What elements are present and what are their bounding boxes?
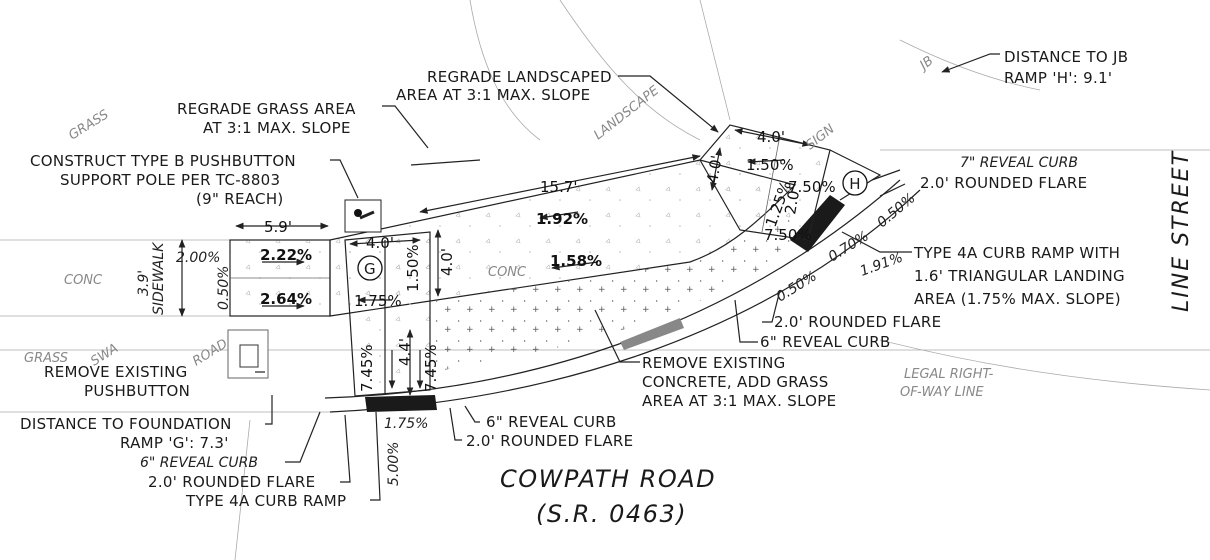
street-cowpath-route: (S.R. 0463) [536,500,687,528]
note-reveal-curb-mid: 6" REVEAL CURB [760,333,891,351]
note-type4a-g: TYPE 4A CURB RAMP [185,492,346,510]
note-remove-pushbutton-2: PUSHBUTTON [84,382,190,400]
slope-1-75-b: 1.75% [384,416,428,432]
note-regrade-grass-1: REGRADE GRASS AREA [177,100,356,118]
slope-2-64: 2.64% [260,290,312,308]
notes: REGRADE LANDSCAPED AREA AT 3:1 MAX. SLOP… [20,48,1128,510]
surface-sidewalk: SIDEWALK [151,241,167,315]
note-regrade-landscaped-1: REGRADE LANDSCAPED [427,68,612,86]
pushbutton-pole [344,199,382,233]
note-remove-concrete-2: CONCRETE, ADD GRASS [642,373,829,391]
dim-4-0-h-side: 4.0' [703,154,726,185]
ramp-h-block [699,124,882,241]
dim-2-0: 2.0' [781,185,804,216]
slope-1-92: 1.92% [536,210,588,228]
note-rounded-flare-left: 2.0' ROUNDED FLARE [148,473,315,491]
slope-0-50-a: 0.50% [216,266,232,310]
curb-gray-segment [620,318,684,350]
note-legal-row-1: LEGAL RIGHT- [904,367,994,382]
note-reveal-curb-7: 7" REVEAL CURB [960,155,1078,171]
slope-1-75-g: 1.75% [354,292,402,310]
street-line: LINE STREET [1169,150,1194,312]
note-rounded-flare-mid: 2.0' ROUNDED FLARE [774,313,941,331]
note-remove-pushbutton-1: REMOVE EXISTING [44,363,188,381]
dim-4-4: 4.4' [396,338,414,366]
ramp-g-marker: G [357,255,383,281]
surface-road: ROAD [190,336,230,369]
ramp-h-marker: H [842,170,868,196]
surface-conc-left: CONC [64,273,103,288]
slope-2-22: 2.22% [260,246,312,264]
note-distance-jb-2: RAMP 'H': 9.1' [1004,69,1112,87]
note-type4a-h-1: TYPE 4A CURB RAMP WITH [913,244,1120,262]
note-regrade-landscaped-2: AREA AT 3:1 MAX. SLOPE [396,86,590,104]
slope-7-45-b: 7.45% [422,344,440,392]
surface-sidewalk-width: 3.9' [136,270,152,296]
slope-5-00: 5.00% [386,442,402,486]
slope-0-50-b: 0.50% [774,268,820,305]
note-distance-jb-1: DISTANCE TO JB [1004,48,1128,66]
note-rounded-flare-bottom: 2.0' ROUNDED FLARE [466,432,633,450]
slope-1-50-h: 1.50% [746,156,794,174]
note-distance-foundation-2: RAMP 'G': 7.3' [120,434,229,452]
dim-5-9: 5.9' [264,218,292,236]
note-reveal-curb-left: 6" REVEAL CURB [140,455,258,471]
slope-2-00: 2.00% [176,250,220,266]
surface-grass-lower: GRASS [24,351,68,366]
ramp-h-label: H [849,175,861,193]
note-regrade-grass-2: AT 3:1 MAX. SLOPE [203,119,351,137]
note-rounded-flare-h: 2.0' ROUNDED FLARE [920,174,1087,192]
dim-4-0-vert: 4.0' [438,248,456,276]
note-remove-concrete-1: REMOVE EXISTING [642,354,786,372]
street-labels: COWPATH ROAD (S.R. 0463) LINE STREET [500,150,1194,528]
dim-4-0-g: 4.0' [366,234,394,252]
dim-15-7: 15.7' [540,178,578,196]
sidewalk-block [229,239,331,317]
curb-ramp-g-black [365,395,437,412]
note-type4a-h-3: AREA (1.75% MAX. SLOPE) [914,290,1121,308]
note-distance-foundation-1: DISTANCE TO FOUNDATION [20,415,232,433]
surface-grass-upper: GRASS [66,107,111,143]
existing-pushbutton [227,329,269,379]
note-type4a-h-2: 1.6' TRIANGULAR LANDING [914,267,1125,285]
slope-7-45-a: 7.45% [358,344,376,392]
slope-1-91: 1.91% [858,250,905,280]
note-pushbutton-pole-3: (9" REACH) [196,190,284,208]
dimension-lines [178,128,811,396]
note-reveal-curb-bottom: 6" REVEAL CURB [486,413,617,431]
slope-1-58: 1.58% [550,252,602,270]
slope-7-50-b: 7.50% [764,226,812,244]
slope-arrows [262,158,785,389]
surface-conc-mid: CONC [488,265,527,280]
note-pushbutton-pole-2: SUPPORT POLE PER TC-8803 [60,171,280,189]
surface-landscape: LANDSCAPE [591,83,662,143]
street-cowpath: COWPATH ROAD [500,465,716,493]
note-remove-concrete-3: AREA AT 3:1 MAX. SLOPE [642,392,836,410]
ramp-g-label: G [364,260,376,278]
grass-removal-area [430,212,800,372]
slope-1-50-g: 1.50% [404,244,422,292]
note-pushbutton-pole-1: CONSTRUCT TYPE B PUSHBUTTON [30,152,296,170]
dimension-labels: 15.7' 5.9' 4.0' 4.0' 4.0' 4.0' 4.4' 2.0' [264,128,804,366]
note-legal-row-2: OF-WAY LINE [900,385,984,400]
slope-7-50-a: 7.50% [788,178,836,196]
surface-jb: JB [915,53,937,75]
dim-4-0-top: 4.0' [757,128,785,146]
